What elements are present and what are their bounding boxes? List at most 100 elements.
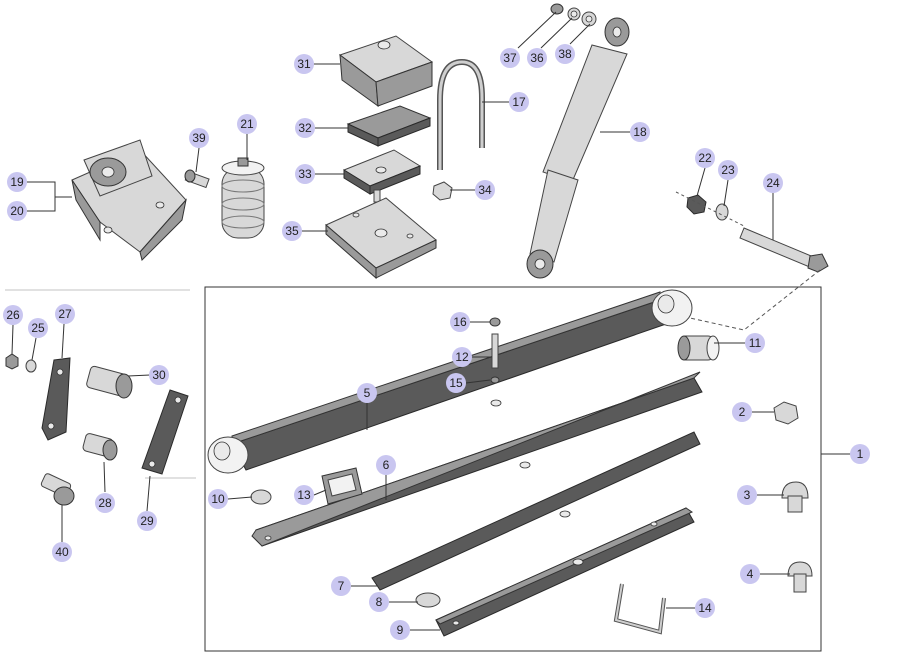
shock-absorber [526, 17, 630, 279]
callout-32: 32 [295, 118, 315, 138]
svg-text:3: 3 [744, 488, 751, 502]
svg-text:14: 14 [698, 601, 712, 615]
svg-text:15: 15 [449, 376, 463, 390]
rubber-pad [346, 105, 432, 147]
callout-31: 31 [294, 54, 314, 74]
bolt-to-bushing-dash [689, 269, 821, 331]
svg-text:24: 24 [766, 176, 780, 190]
callout-1: 1 [850, 444, 870, 464]
svg-text:30: 30 [152, 368, 166, 382]
svg-text:12: 12 [455, 350, 469, 364]
svg-text:18: 18 [633, 125, 647, 139]
svg-text:36: 36 [530, 51, 544, 65]
svg-text:40: 40 [55, 545, 69, 559]
svg-text:37: 37 [503, 51, 517, 65]
svg-text:32: 32 [298, 121, 312, 135]
callout-24: 24 [763, 173, 783, 193]
shackle-bushing-small [82, 433, 118, 461]
callout-30: 30 [149, 365, 169, 385]
svg-text:9: 9 [397, 623, 404, 637]
callout-13: 13 [294, 485, 314, 505]
svg-text:10: 10 [211, 492, 225, 506]
svg-text:13: 13 [297, 488, 311, 502]
svg-text:20: 20 [10, 204, 24, 218]
callout-3: 3 [737, 485, 757, 505]
svg-text:34: 34 [478, 183, 492, 197]
svg-text:8: 8 [376, 595, 383, 609]
callout-6: 6 [376, 455, 396, 475]
shackle-side-washer [25, 359, 37, 373]
callout-14: 14 [695, 598, 715, 618]
callout-15: 15 [446, 373, 466, 393]
callout-23: 23 [718, 160, 738, 180]
svg-text:23: 23 [721, 163, 735, 177]
callout-18: 18 [630, 122, 650, 142]
svg-text:27: 27 [58, 307, 72, 321]
svg-text:5: 5 [364, 386, 371, 400]
svg-text:21: 21 [240, 117, 254, 131]
svg-text:31: 31 [297, 57, 311, 71]
svg-text:16: 16 [453, 315, 467, 329]
callout-26: 26 [3, 305, 23, 325]
svg-text:35: 35 [285, 224, 299, 238]
rubber-bump-stop [221, 157, 265, 239]
callout-4: 4 [740, 564, 760, 584]
callout-20: 20 [7, 201, 27, 221]
svg-text:7: 7 [338, 579, 345, 593]
spring-seat-plate [325, 197, 437, 280]
shock-top-hardware [550, 3, 597, 27]
callout-16: 16 [450, 312, 470, 332]
callout-22: 22 [695, 148, 715, 168]
center-pin [373, 189, 381, 203]
hex-nut [773, 401, 799, 425]
shackle-plate [41, 357, 71, 441]
callout-28: 28 [95, 493, 115, 513]
shackle-plate-2 [141, 389, 189, 475]
callout-7: 7 [331, 576, 351, 596]
svg-text:39: 39 [192, 131, 206, 145]
shackle-bolt [739, 227, 829, 273]
callout-5: 5 [357, 383, 377, 403]
svg-text:33: 33 [298, 167, 312, 181]
svg-text:29: 29 [140, 514, 154, 528]
callout-29: 29 [137, 511, 157, 531]
callout-10: 10 [208, 489, 228, 509]
callout-12: 12 [452, 347, 472, 367]
callout-33: 33 [295, 164, 315, 184]
callout-27: 27 [55, 304, 75, 324]
callout-39: 39 [189, 128, 209, 148]
callout-36: 36 [527, 48, 547, 68]
svg-text:25: 25 [31, 321, 45, 335]
callout-21: 21 [237, 114, 257, 134]
leaf-3 [371, 431, 701, 591]
svg-text:17: 17 [512, 95, 526, 109]
spacer-plate [342, 149, 422, 195]
bolt-axis [675, 191, 745, 227]
svg-text:6: 6 [383, 458, 390, 472]
rebound-clip [321, 467, 363, 505]
svg-text:4: 4 [747, 567, 754, 581]
shackle-side-nut [5, 353, 19, 370]
dome-bolt-small [787, 561, 813, 593]
svg-text:2: 2 [739, 405, 746, 419]
spring-hanger-bracket [71, 139, 187, 261]
callout-38: 38 [555, 44, 575, 64]
svg-text:1: 1 [857, 447, 864, 461]
center-bolt [489, 317, 501, 384]
shackle-bushing-large [86, 365, 133, 399]
svg-text:28: 28 [98, 496, 112, 510]
eye-bushing [677, 335, 720, 361]
svg-text:11: 11 [749, 336, 762, 350]
dome-bolt-large [781, 481, 809, 513]
svg-text:19: 19 [10, 175, 24, 189]
shackle-bolt-flanged [40, 473, 75, 506]
callout-40: 40 [52, 542, 72, 562]
callout-2: 2 [732, 402, 752, 422]
leaf-pad [415, 592, 441, 608]
callout-37: 37 [500, 48, 520, 68]
spring-clamp [613, 583, 666, 635]
bump-stop-bolt [184, 169, 210, 189]
spring-pad-top [338, 35, 434, 108]
clip-rivet [250, 489, 272, 505]
shackle-nut [686, 194, 707, 215]
